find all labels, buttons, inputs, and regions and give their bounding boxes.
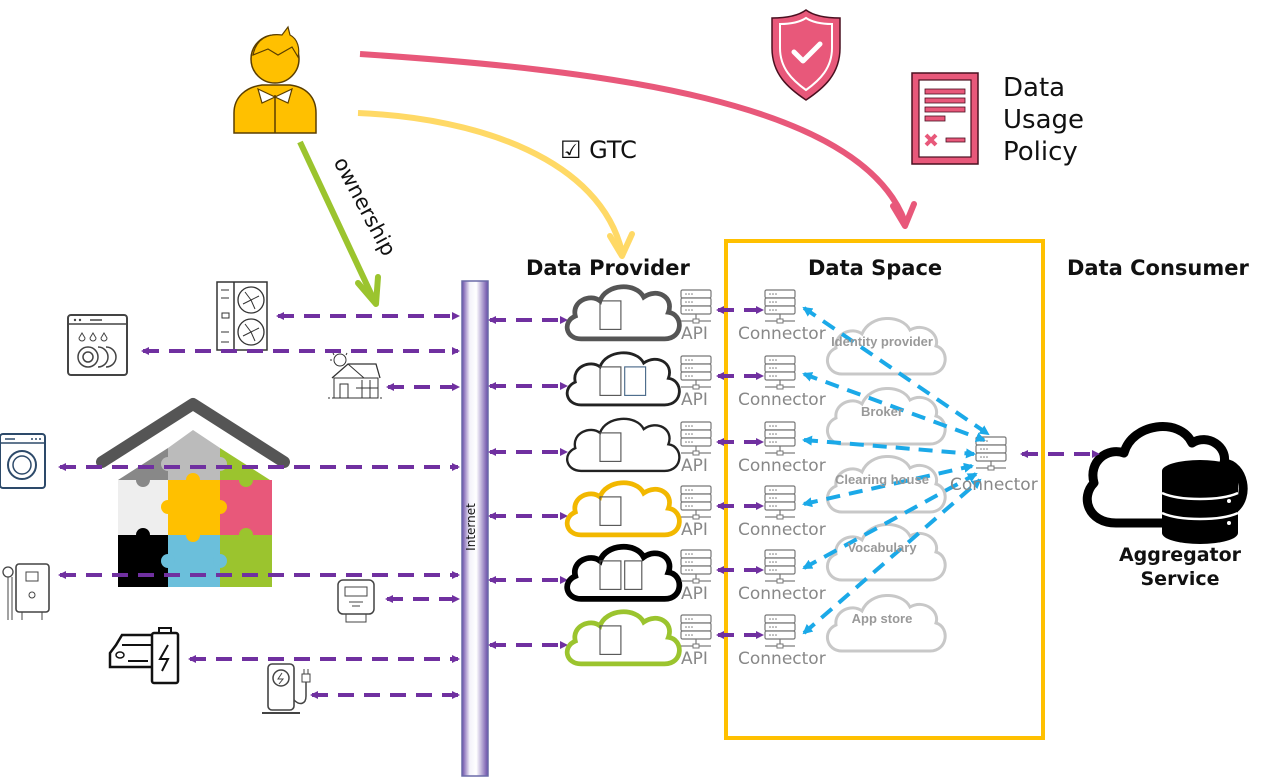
heat-pump-cloud-icon — [567, 287, 679, 339]
dataspace-service-label: Clearing house — [835, 472, 929, 487]
connector-label: Connector — [738, 584, 826, 604]
connector-label: Connector — [738, 390, 826, 410]
puzzle-house-icon — [96, 398, 290, 587]
api-server-icon — [680, 289, 712, 324]
heat-pump-icon — [216, 281, 268, 351]
consumer-connector-label: Connector — [950, 475, 1038, 495]
api-server-icon — [680, 614, 712, 649]
api-label: API — [681, 520, 708, 540]
gtc-arrow — [357, 110, 625, 253]
aggregator-service-icon — [1082, 422, 1248, 544]
aggregator-service-label: Aggregator Service — [1110, 543, 1250, 591]
policy-title: Data Usage Policy — [1003, 72, 1084, 168]
connector-server-icon — [764, 549, 796, 584]
internet-bus — [461, 280, 489, 777]
connector-server-icon — [764, 289, 796, 324]
connector-server-icon — [764, 614, 796, 649]
connector-label: Connector — [738, 520, 826, 540]
api-label: API — [681, 649, 708, 669]
appliances-cloud-icon — [565, 351, 681, 407]
ownership-arrow — [297, 140, 377, 302]
internet-label: Internet — [463, 503, 478, 551]
policy-line-3: Policy — [1003, 137, 1078, 167]
api-label: API — [681, 324, 708, 344]
solar-cloud-icon — [565, 417, 681, 473]
api-server-icon — [680, 421, 712, 456]
connector-server-icon — [764, 421, 796, 456]
e-mobility-cloud-icon — [567, 547, 679, 599]
api-label: API — [681, 390, 708, 410]
electric-car-icon — [108, 627, 180, 685]
api-server-icon — [680, 549, 712, 584]
smart-meter-cloud-icon — [567, 612, 679, 664]
connector-label: Connector — [738, 649, 826, 669]
dataspace-service-label: Vocabulary — [847, 540, 917, 555]
solar-house-icon — [328, 350, 382, 399]
connector-server-icon — [764, 355, 796, 390]
user-icon — [233, 25, 317, 134]
dataspace-service-label: Broker — [861, 404, 903, 419]
dishwasher-icon — [67, 314, 128, 376]
policy-line-1: Data — [1003, 73, 1066, 103]
shield-check-icon — [771, 9, 841, 101]
charging-station-icon — [262, 663, 311, 714]
policy-arrow — [359, 51, 908, 224]
aggregator-line-2: Service — [1140, 568, 1220, 590]
connector-label: Connector — [738, 456, 826, 476]
api-label: API — [681, 584, 708, 604]
consumer-connector-icon — [975, 436, 1007, 471]
smart-meter-icon — [337, 579, 375, 623]
connector-exchange-link-5 — [802, 478, 982, 635]
data-provider-heading: Data Provider — [526, 256, 690, 280]
policy-document-icon — [911, 72, 979, 165]
connector-server-icon — [764, 485, 796, 520]
api-label: API — [681, 456, 708, 476]
dataspace-service-label: App store — [851, 611, 913, 626]
api-server-icon — [680, 355, 712, 390]
gtc-label: ☑ GTC — [560, 136, 637, 164]
connector-label: Connector — [738, 324, 826, 344]
aggregator-line-1: Aggregator — [1118, 544, 1242, 566]
connector-exchange-link-2 — [802, 435, 976, 459]
water-heater-cloud-icon — [567, 483, 679, 535]
washing-machine-icon — [0, 433, 46, 489]
water-heater-icon — [2, 563, 50, 620]
data-consumer-heading: Data Consumer — [1067, 256, 1249, 280]
data-space-boundary — [724, 239, 1045, 740]
dataspace-service-label: Identity provider — [831, 334, 933, 349]
connector-exchange-link-1 — [802, 372, 986, 442]
api-server-icon — [680, 485, 712, 520]
policy-line-2: Usage — [1003, 105, 1085, 135]
data-space-heading: Data Space — [808, 256, 943, 280]
